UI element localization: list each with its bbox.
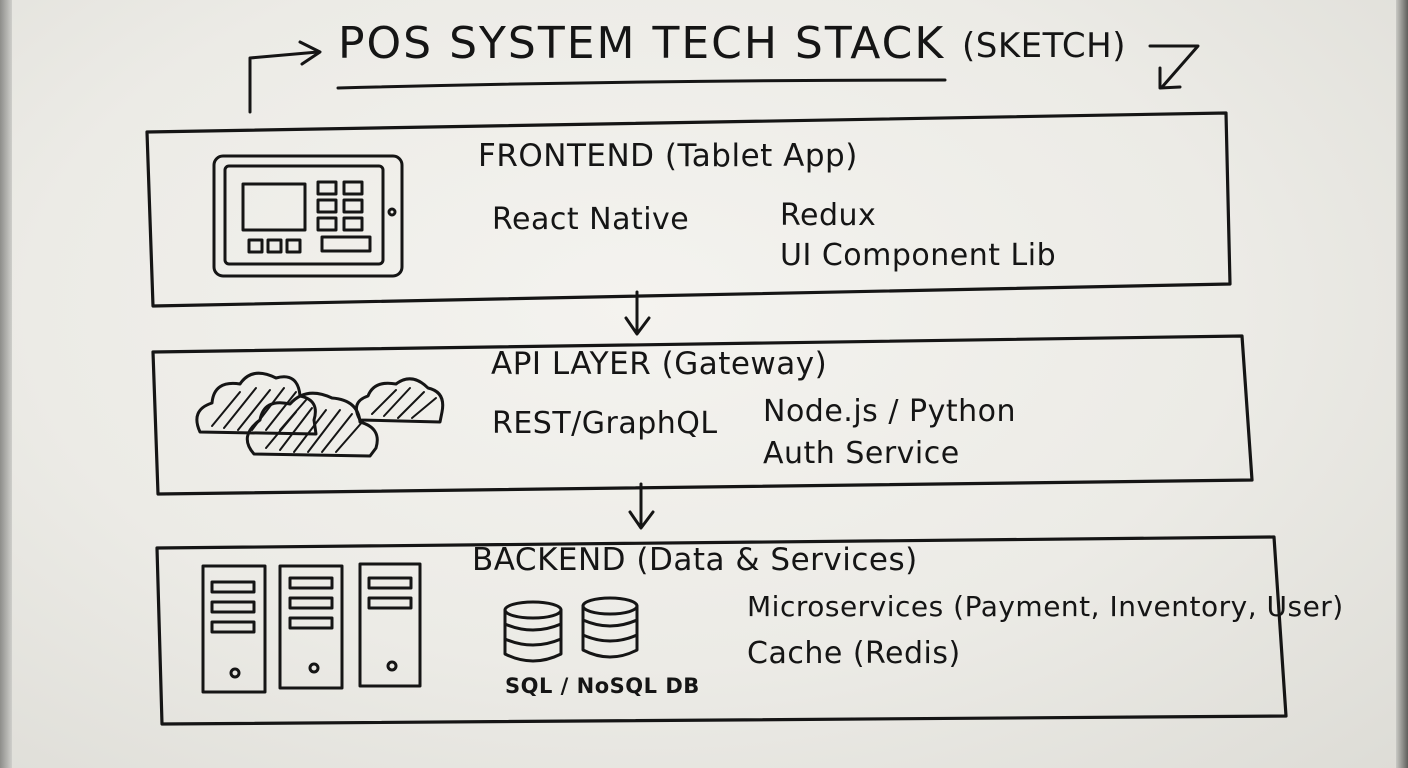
board-frame-right (1396, 0, 1408, 768)
api-item-rest-graphql: REST/GraphQL (492, 406, 718, 441)
api-item-node-python: Node.js / Python (763, 394, 1016, 429)
api-item-auth-service: Auth Service (763, 436, 960, 471)
diagram-title: POS SYSTEM TECH STACK (338, 18, 946, 69)
database-label: SQL / NoSQL DB (505, 674, 700, 698)
board-frame-left (0, 0, 12, 768)
title-arrow-right (1148, 44, 1200, 90)
arrow-frontend-to-api (624, 290, 651, 336)
title-underline (336, 78, 947, 90)
frontend-item-react-native: React Native (492, 202, 690, 237)
api-layer-box (151, 334, 1254, 496)
database-icon (503, 596, 639, 663)
cloud-icon (195, 371, 445, 458)
backend-layer-box (155, 535, 1288, 726)
tablet-icon (212, 154, 404, 278)
arrow-api-to-backend (628, 482, 655, 530)
frontend-item-redux: Redux (780, 198, 877, 233)
title-arrow-left (248, 40, 322, 114)
frontend-item-ui-lib: UI Component Lib (780, 238, 1057, 273)
diagram-subtitle: (SKETCH) (962, 26, 1126, 66)
backend-item-cache: Cache (Redis) (747, 636, 961, 671)
backend-heading: BACKEND (Data & Services) (472, 542, 918, 578)
server-icon (201, 562, 422, 694)
api-heading: API LAYER (Gateway) (491, 346, 828, 382)
backend-item-microservices: Microservices (Payment, Inventory, User) (747, 590, 1344, 623)
frontend-heading: FRONTEND (Tablet App) (478, 138, 858, 174)
frontend-layer-box (145, 111, 1232, 308)
